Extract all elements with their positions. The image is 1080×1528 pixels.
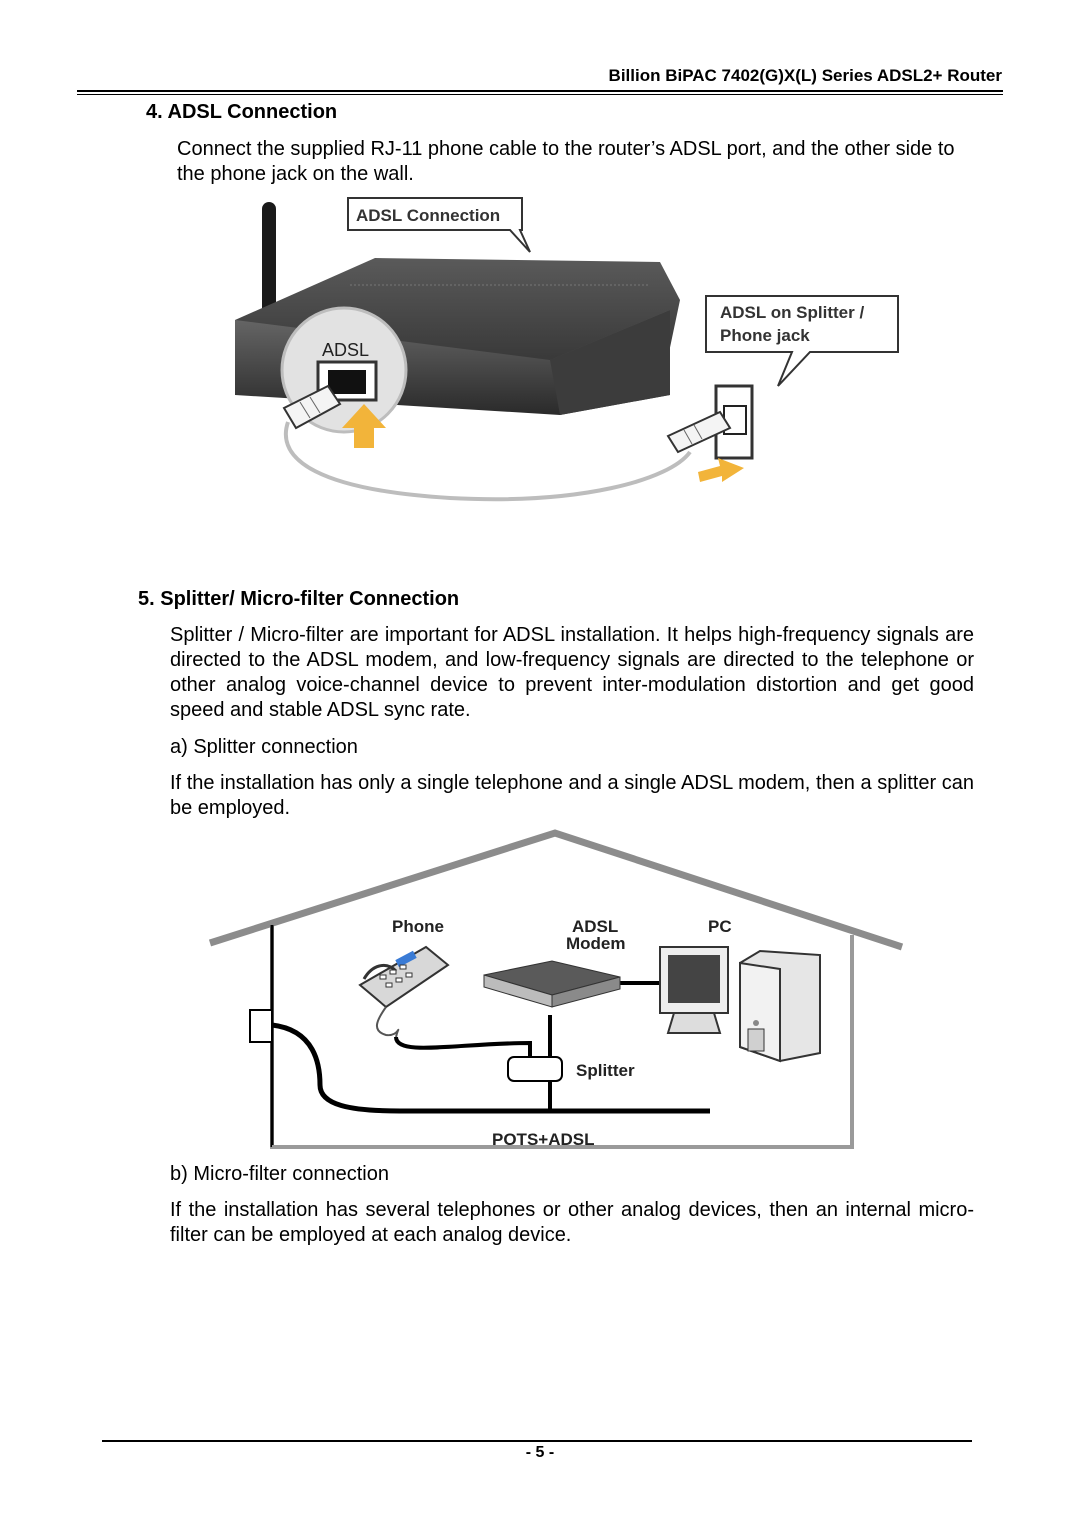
section-4-heading: 4. ADSL Connection — [146, 101, 338, 123]
telephone-icon — [358, 945, 450, 1038]
modem-icon — [483, 960, 621, 1008]
adsl-port-label: ADSL — [322, 340, 369, 360]
phone-label: Phone — [392, 917, 444, 936]
svg-text:ADSL on Splitter /: ADSL on Splitter / — [720, 303, 864, 322]
subheading-micro-filter-connection: b) Micro-filter connection — [170, 1163, 389, 1185]
house-roof — [208, 829, 904, 951]
micro-filter-paragraph: If the installation has several telephon… — [170, 1199, 974, 1246]
section-5-paragraph: Splitter / Micro-filter are important fo… — [170, 624, 974, 721]
router-side — [550, 310, 670, 415]
subheading-splitter-connection: a) Splitter connection — [170, 736, 358, 758]
svg-text:Phone jack: Phone jack — [720, 326, 810, 345]
rj11-plug-right — [666, 410, 732, 454]
footer-rule — [102, 1440, 972, 1442]
adsl-label: ADSL — [572, 917, 618, 936]
document-header: Billion BiPAC 7402(G)X(L) Series ADSL2+ … — [608, 66, 1002, 85]
modem-label: Modem — [566, 934, 626, 953]
splitter-house-diagram: Splitter POTS+ADSL Phone ADSL Modem PC — [208, 829, 904, 1149]
splitter-paragraph: If the installation has only a single te… — [170, 772, 974, 819]
callout-adsl-connection: ADSL Connection — [347, 197, 531, 253]
rj11-plug-left — [282, 384, 342, 430]
pots-adsl-label: POTS+ADSL — [492, 1130, 595, 1149]
adsl-connection-illustration: ADSL ADSL Connection ADSL on Splitter / … — [235, 197, 899, 502]
pots-adsl-line — [271, 1022, 710, 1114]
pc-label: PC — [708, 917, 732, 936]
page-number: - 5 - — [525, 1444, 555, 1461]
header-rule — [77, 90, 1003, 92]
section-5-heading: 5. Splitter/ Micro-filter Connection — [138, 588, 460, 610]
splitter-box — [507, 1056, 563, 1082]
section-4-paragraph: Connect the supplied RJ-11 phone cable t… — [177, 138, 955, 185]
callout-splitter-phone-jack: ADSL on Splitter / Phone jack — [705, 295, 899, 387]
wall-socket — [249, 1009, 273, 1043]
arrow-up-icon — [342, 404, 386, 448]
pc-tower-icon — [739, 949, 821, 1063]
header-rule-thin — [77, 94, 1003, 95]
arrow-right-icon — [698, 458, 744, 482]
phone-cable — [283, 421, 692, 502]
monitor-icon — [659, 946, 729, 1034]
svg-text:ADSL Connection: ADSL Connection — [356, 206, 500, 225]
splitter-label: Splitter — [576, 1061, 635, 1080]
